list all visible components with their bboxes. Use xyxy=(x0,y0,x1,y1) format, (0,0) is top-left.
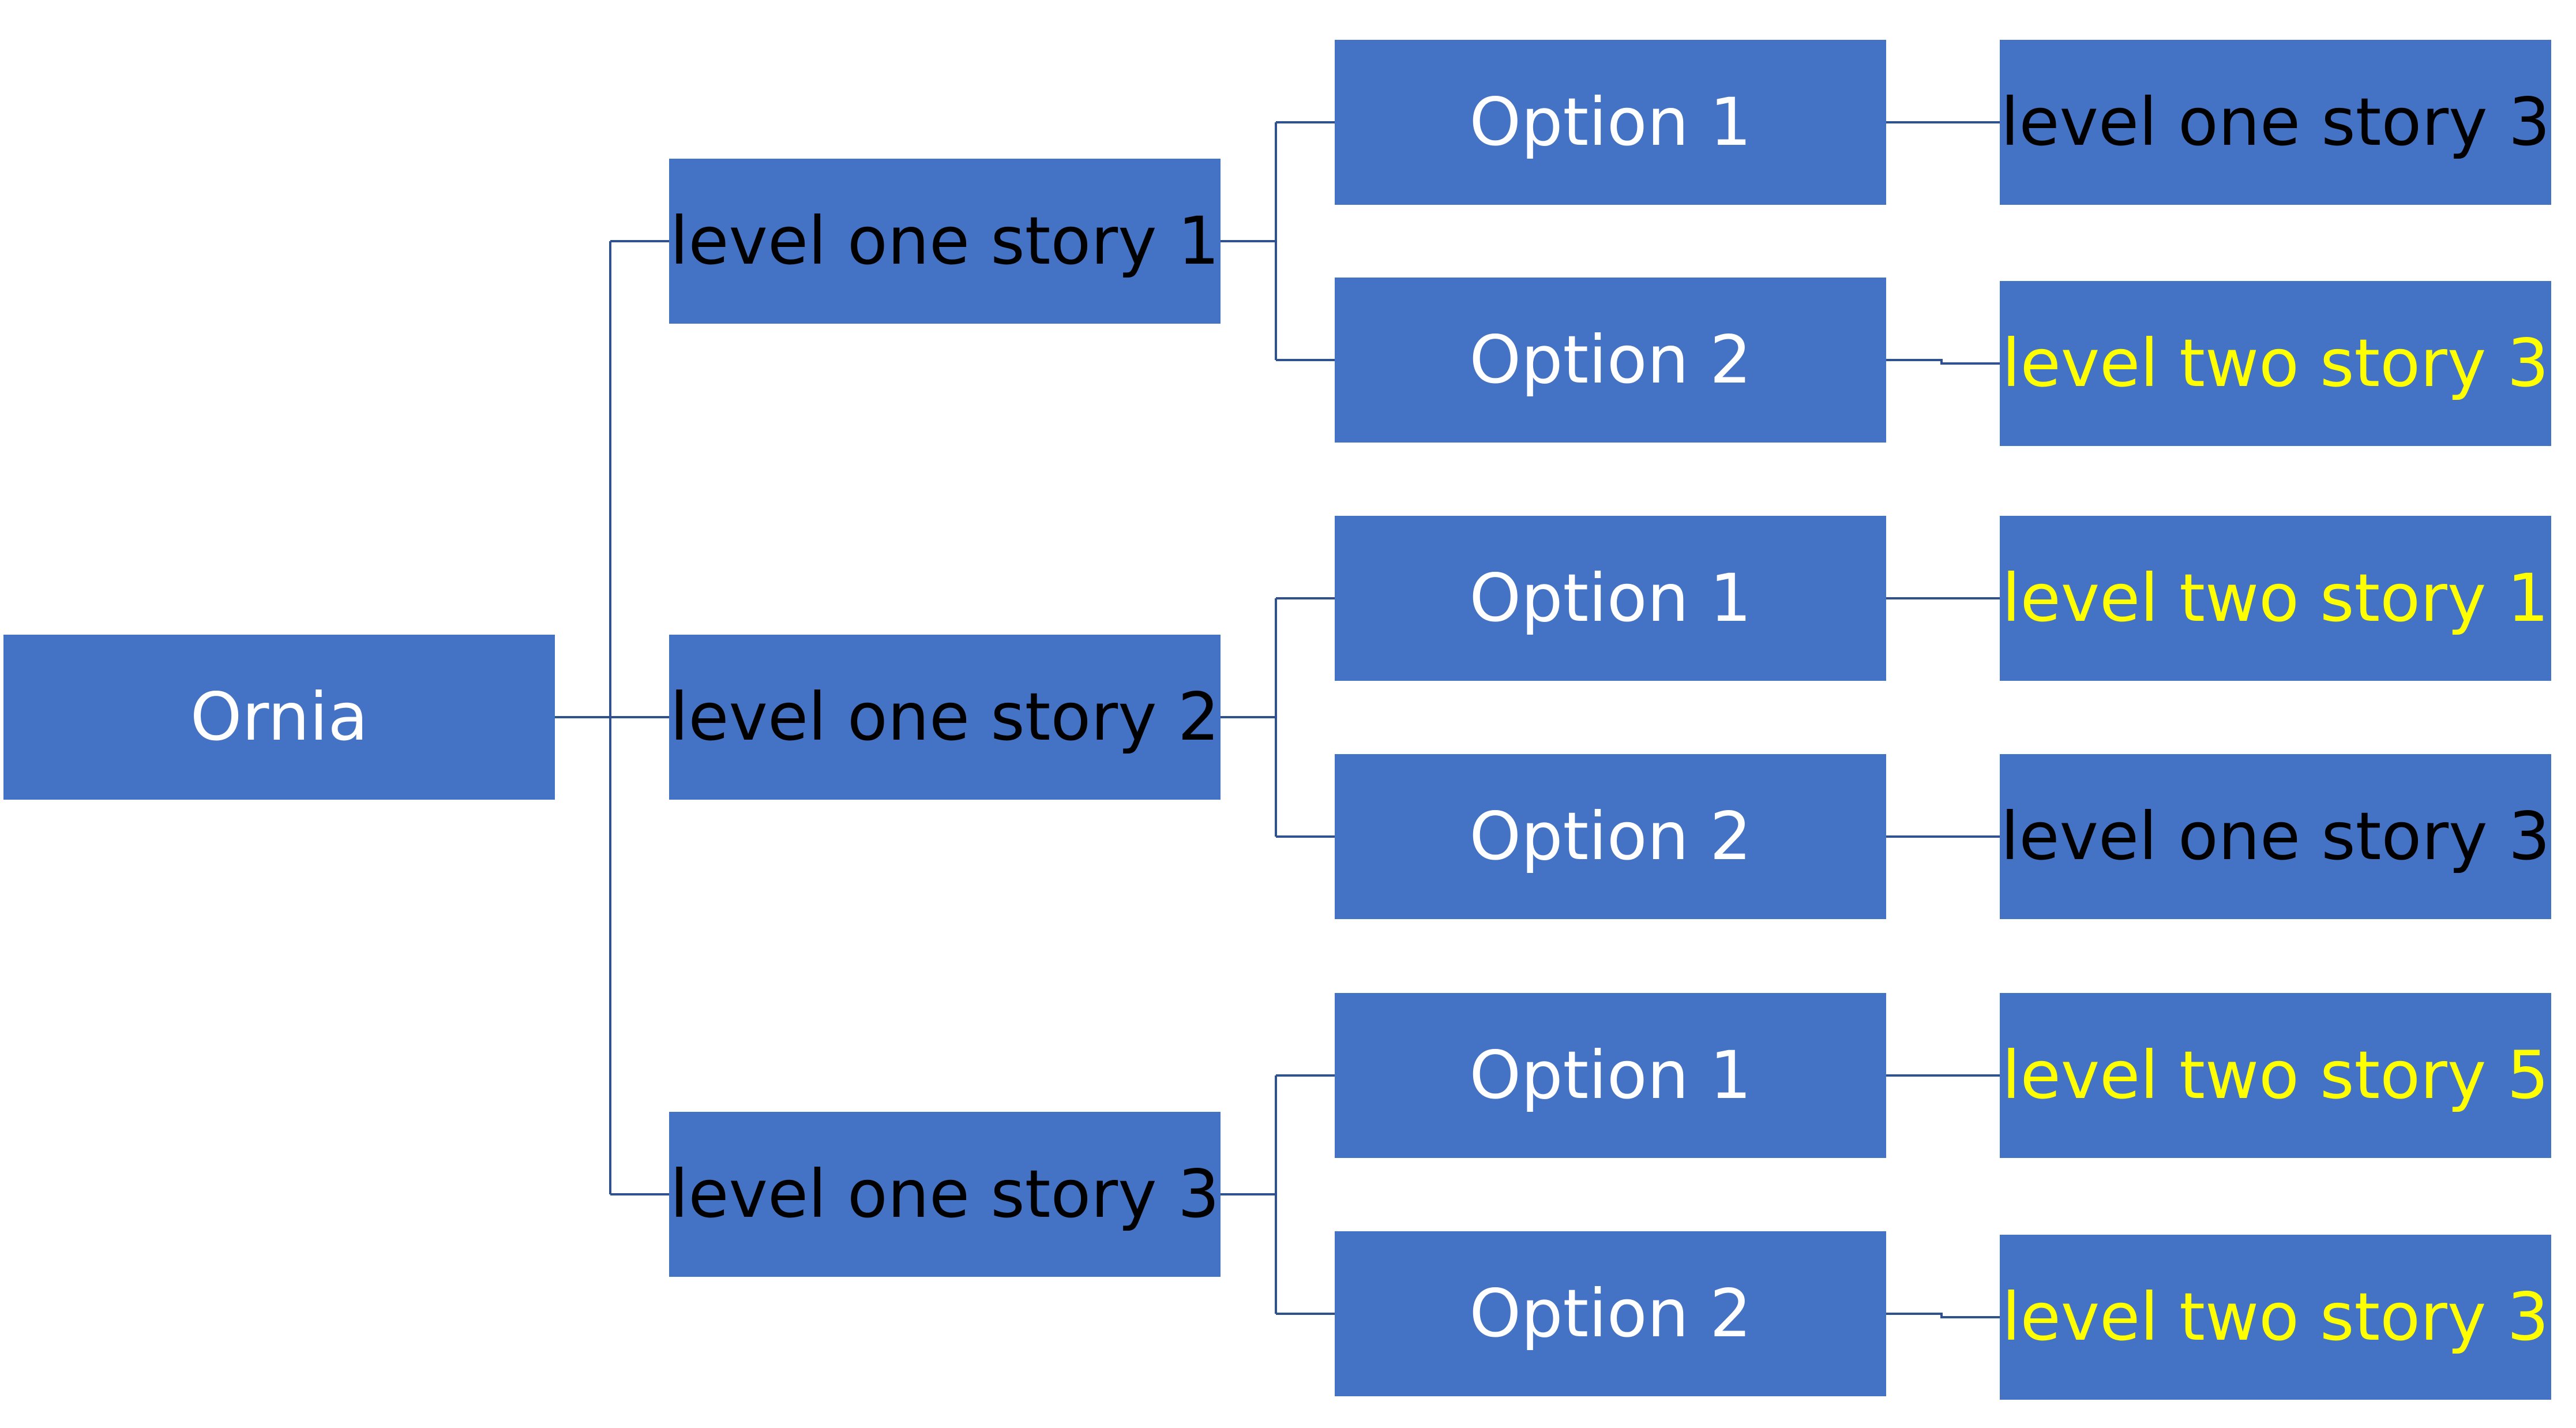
outcome-node-label: level one story 3 xyxy=(2000,798,2551,875)
level-one-node-1: level one story 1 xyxy=(669,159,1221,324)
level-one-node-2: level one story 2 xyxy=(669,635,1221,800)
option-node-1-1: Option 1 xyxy=(1335,40,1886,205)
outcome-node-1-1: level one story 3 xyxy=(2000,40,2551,205)
outcome-node-label: level two story 3 xyxy=(2002,1279,2549,1355)
level-one-node-3: level one story 3 xyxy=(669,1112,1221,1277)
option-node-label: Option 2 xyxy=(1469,321,1752,398)
level-one-node-label: level one story 3 xyxy=(670,1156,1220,1232)
option-node-label: Option 1 xyxy=(1469,1037,1752,1114)
outcome-node-2-2: level one story 3 xyxy=(2000,754,2551,919)
connector-opt-3-2-to-out xyxy=(1886,1313,2000,1318)
option-node-label: Option 1 xyxy=(1469,84,1752,160)
outcome-node-label: level one story 3 xyxy=(2000,84,2551,160)
root-node-ornia: Ornia xyxy=(3,635,555,800)
option-node-3-2: Option 2 xyxy=(1335,1231,1886,1396)
level-one-node-label: level one story 2 xyxy=(670,679,1220,755)
outcome-node-3-2: level two story 3 xyxy=(2000,1235,2551,1400)
option-node-label: Option 2 xyxy=(1469,1275,1752,1352)
option-node-label: Option 2 xyxy=(1469,798,1752,875)
root-node-label: Ornia xyxy=(190,679,369,755)
connector-opt-1-2-to-out xyxy=(1886,359,2000,365)
option-node-1-2: Option 2 xyxy=(1335,278,1886,443)
outcome-node-label: level two story 5 xyxy=(2002,1037,2549,1114)
outcome-node-1-2: level two story 3 xyxy=(2000,281,2551,446)
level-one-node-label: level one story 1 xyxy=(670,203,1220,279)
outcome-node-3-1: level two story 5 xyxy=(2000,993,2551,1158)
outcome-node-label: level two story 1 xyxy=(2002,560,2549,636)
outcome-node-label: level two story 3 xyxy=(2002,325,2549,402)
option-node-label: Option 1 xyxy=(1469,560,1752,636)
option-node-3-1: Option 1 xyxy=(1335,993,1886,1158)
outcome-node-2-1: level two story 1 xyxy=(2000,516,2551,681)
option-node-2-1: Option 1 xyxy=(1335,516,1886,681)
option-node-2-2: Option 2 xyxy=(1335,754,1886,919)
